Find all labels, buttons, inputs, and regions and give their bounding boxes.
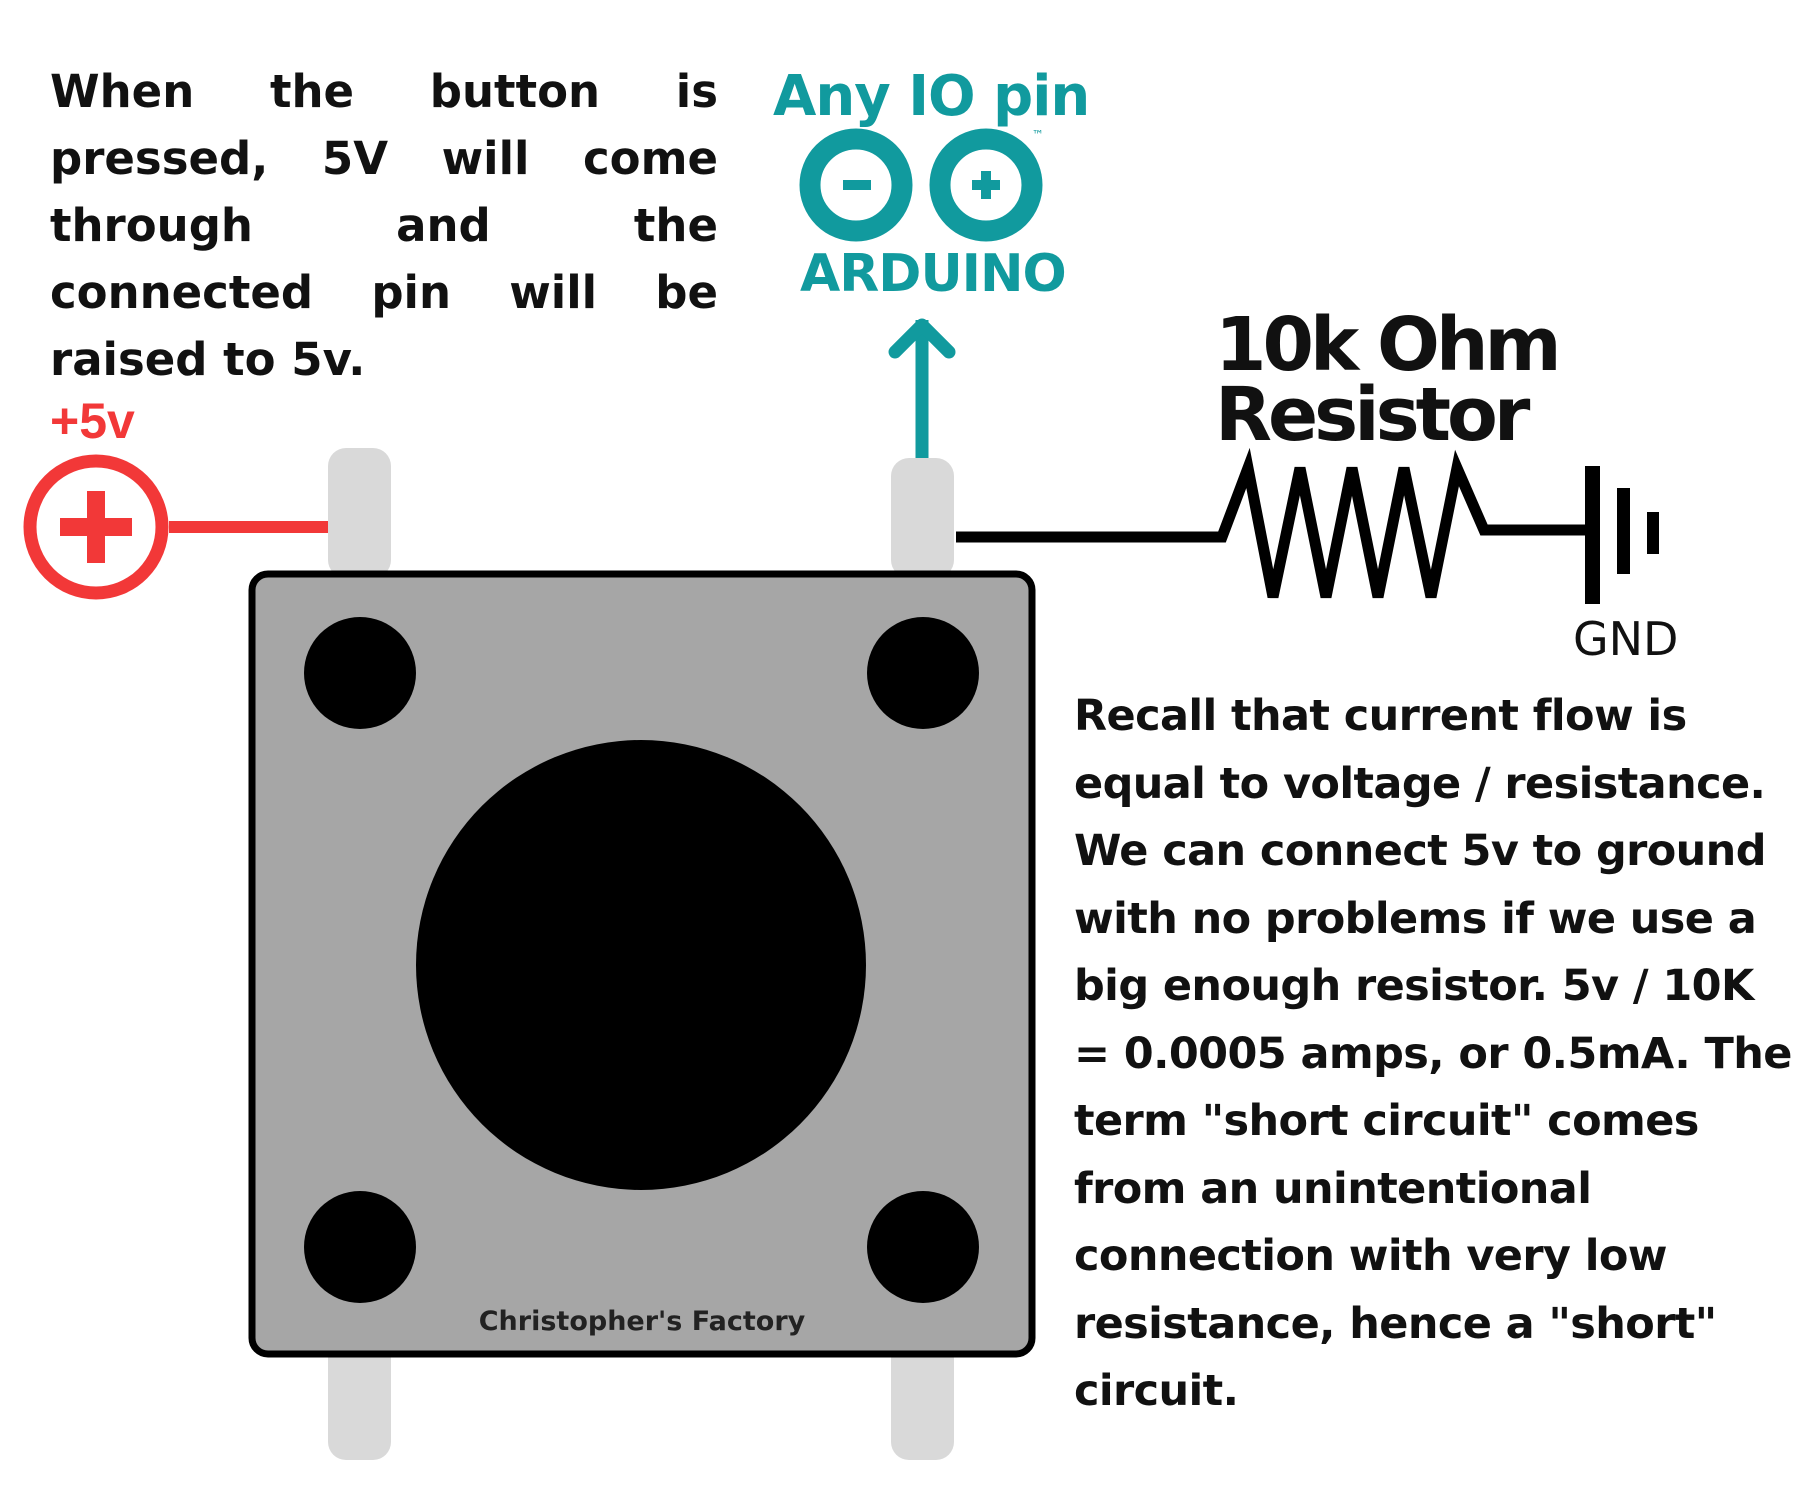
arduino-label: ARDUINO [800, 244, 1067, 304]
note-button-pressed: When the button is pressed, 5V will come… [50, 65, 718, 386]
button-corner-dot-br [867, 1191, 979, 1303]
trademark-mark: ™ [1032, 128, 1044, 142]
resistor-label: 10k Ohm Resistor [1215, 302, 1635, 458]
supply-label: +5v [50, 393, 135, 449]
arduino-infinity-logo [799, 128, 1043, 242]
button-leg-bottom-left [328, 1340, 391, 1460]
note-current-flow: Recall that current flow is equal to vol… [1074, 691, 1792, 1416]
ground-symbol [1585, 466, 1659, 604]
button-corner-dot-tl [304, 617, 416, 729]
button-leg-bottom-right [891, 1340, 954, 1460]
button-leg-top-right [891, 458, 954, 578]
button-corner-dot-bl [304, 1191, 416, 1303]
button-cap [416, 740, 866, 1190]
button-leg-top-left [328, 448, 391, 578]
button-corner-dot-tr [867, 617, 979, 729]
ground-label: GND [1573, 612, 1679, 666]
resistor-wire [956, 447, 1592, 599]
io-pin-label: Any IO pin [773, 64, 1090, 129]
brand-label: Christopher's Factory [478, 1306, 806, 1337]
plus-circle-icon [23, 454, 169, 600]
arrow-up-icon [888, 318, 956, 458]
resistor-label-name: Resistor [1215, 372, 1530, 458]
resistor-label-value: 10k Ohm [1215, 302, 1562, 388]
